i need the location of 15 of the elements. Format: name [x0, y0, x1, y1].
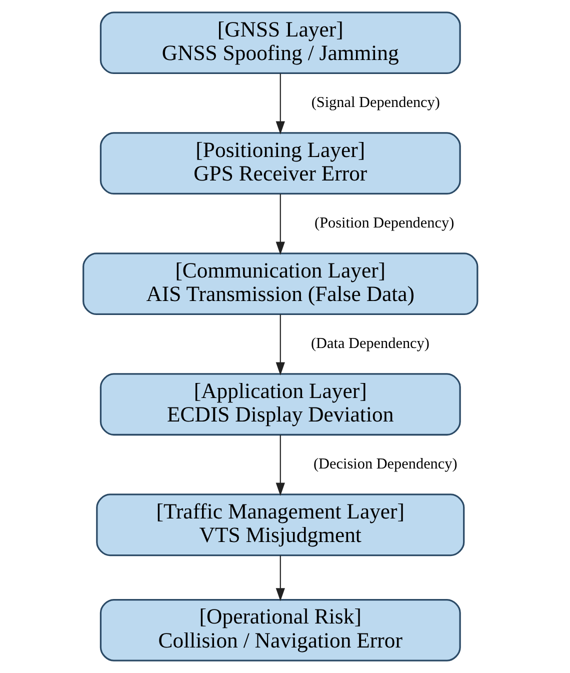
arrow [276, 435, 285, 496]
arrow [276, 314, 285, 376]
node-box: [Application Layer] ECDIS Display Deviation [100, 373, 461, 436]
edge-label: (Position Dependency) [314, 214, 454, 232]
edge-label: (Decision Dependency) [314, 456, 458, 473]
node-box: [Communication Layer] AIS Transmission (False Data) [82, 252, 478, 316]
arrow [276, 556, 285, 602]
arrow [276, 73, 285, 134]
node-box: [GNSS Layer] GNSS Spoofing / Jamming [100, 12, 461, 74]
node-box: [Traffic Management Layer] VTS Misjudgment [96, 494, 465, 556]
node-box: [Positioning Layer] GPS Receiver Error [100, 132, 461, 195]
node-box: [Operational Risk] Collision / Navigation Error [100, 598, 461, 662]
arrow [276, 194, 285, 255]
edge-label: (Signal Dependency) [311, 94, 440, 112]
edge-label: (Data Dependency) [310, 335, 430, 352]
